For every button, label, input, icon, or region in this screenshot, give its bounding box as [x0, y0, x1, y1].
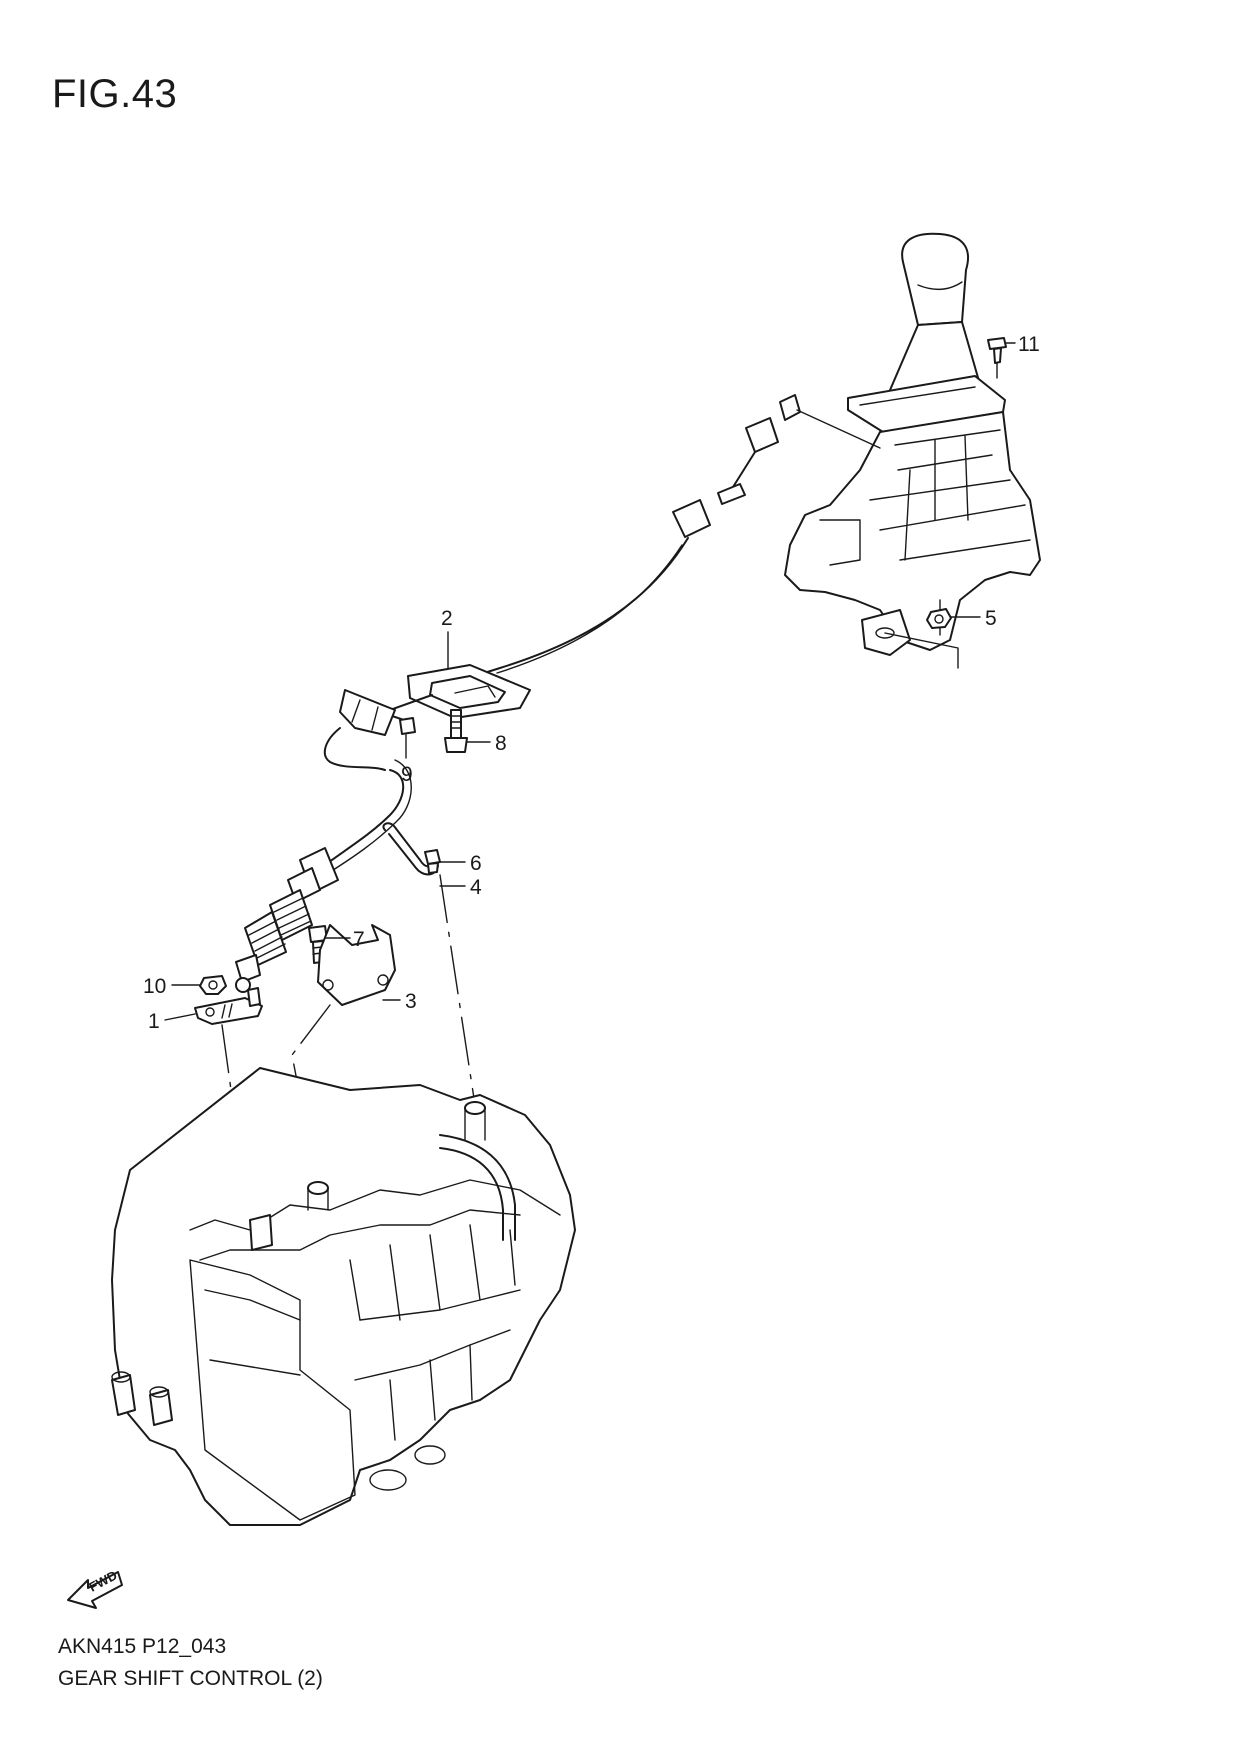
clip-9: [399, 717, 416, 735]
shift-cable: [235, 394, 881, 993]
callout-9: 9: [401, 763, 413, 786]
transmission-case: [111, 1067, 576, 1526]
callout-10: 10: [143, 975, 166, 998]
callout-8: 8: [495, 732, 507, 755]
callout-1: 1: [148, 1010, 160, 1033]
callout-3: 3: [405, 990, 417, 1013]
callout-labels: 1 2 3 4 5 6 7 8 9 10 11: [143, 333, 1040, 1033]
callout-7: 7: [353, 928, 365, 951]
callout-11: 11: [1018, 333, 1040, 356]
callout-6: 6: [470, 852, 482, 875]
bolt-8: [444, 709, 468, 753]
lever-1: [194, 987, 263, 1025]
bracket-3: [317, 924, 396, 1006]
figure-name: GEAR SHIFT CONTROL (2): [58, 1667, 323, 1690]
shift-lever-assembly: [784, 232, 1041, 669]
callout-leaders: [164, 342, 1016, 1021]
nut-10: [199, 975, 227, 995]
screw-11: [987, 337, 1007, 379]
fwd-arrow-icon: FWD: [67, 1568, 123, 1609]
figure-title: FIG.43: [52, 72, 178, 116]
callout-5: 5: [985, 607, 997, 630]
bolt-6: [424, 849, 441, 874]
figure-code: AKN415 P12_043: [58, 1635, 227, 1658]
callout-4: 4: [470, 876, 482, 899]
nut-5: [926, 608, 952, 629]
callout-2: 2: [441, 607, 453, 630]
